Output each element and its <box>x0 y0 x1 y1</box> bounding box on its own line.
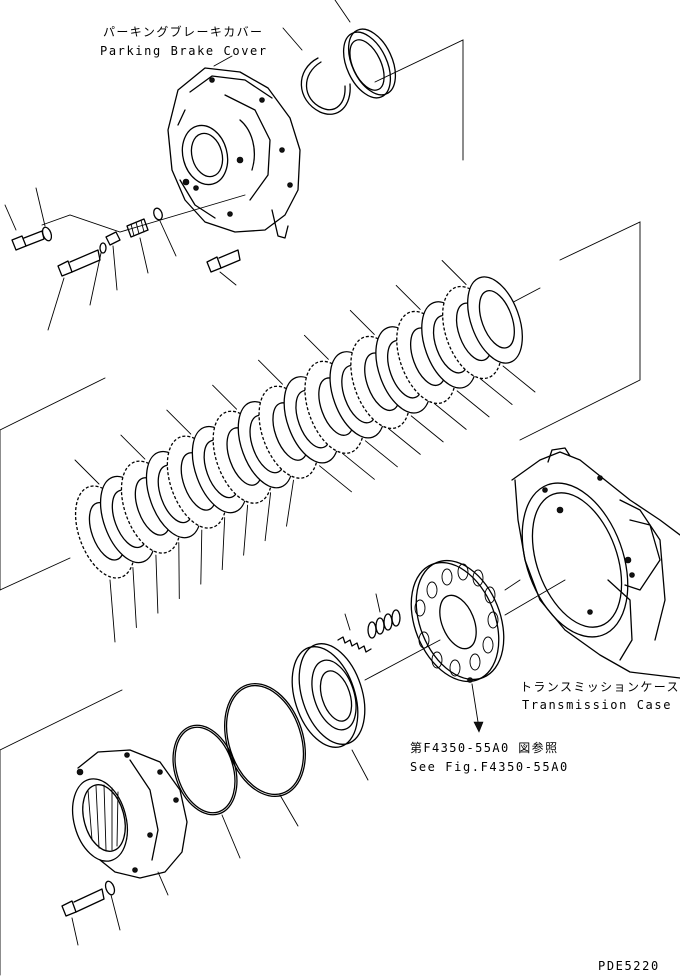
o-ring-small <box>153 207 177 257</box>
see-fig-label-en: See Fig.F4350-55A0 <box>410 760 569 774</box>
brake-housing <box>71 749 188 896</box>
piston <box>291 643 369 781</box>
case-leader-line <box>504 579 521 591</box>
bolt-lower-housing <box>61 888 105 946</box>
snap-ring <box>282 27 351 115</box>
transmission-case-label-jp: トランスミッションケース <box>520 680 680 694</box>
piston-pins <box>367 593 401 639</box>
separator-plate <box>467 276 536 393</box>
bolt-upper-left <box>4 204 45 251</box>
plug <box>105 231 121 291</box>
hardware-leader-line <box>41 194 246 233</box>
bolt-lower-cover <box>206 249 241 286</box>
parking-brake-cover-label-jp: パーキングブレーキカバー <box>103 24 263 39</box>
spring <box>337 613 372 653</box>
piston-housing <box>410 559 505 733</box>
drawing-code: PDE5220 <box>598 959 660 973</box>
seal-plate <box>334 0 397 99</box>
seal-ring-medium <box>172 724 241 859</box>
dowel-pin <box>89 242 107 306</box>
washer-lower-housing <box>104 880 121 931</box>
parking-brake-cover-label-en: Parking Brake Cover <box>100 44 268 58</box>
transmission-case-label-en: Transmission Case <box>522 698 672 712</box>
transmission-case <box>511 447 680 679</box>
bolt-long-left <box>47 249 101 331</box>
clutch-disc-stack <box>74 260 536 643</box>
seal-ring-large <box>224 682 306 827</box>
washer-upper-left <box>35 187 53 242</box>
see-fig-label-jp: 第F4350-55A0 図参照 <box>410 740 558 755</box>
threaded-plug <box>126 218 149 274</box>
parking-brake-cover <box>167 55 301 239</box>
